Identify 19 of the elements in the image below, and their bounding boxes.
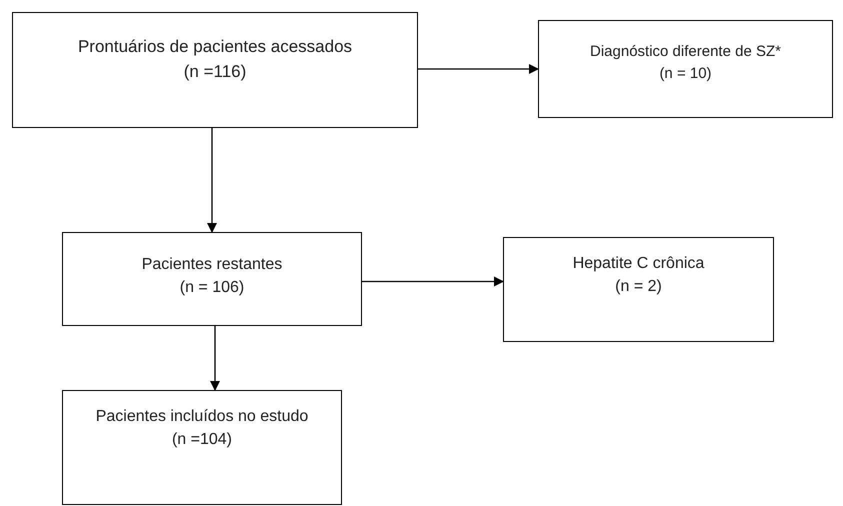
arrow	[207, 128, 217, 233]
box-text: (n = 106)	[180, 278, 244, 298]
box-text: (n = 10)	[659, 64, 712, 84]
arrow	[362, 276, 504, 286]
process-box	[62, 390, 342, 505]
process-box	[538, 20, 833, 118]
arrow	[210, 326, 220, 391]
process-box	[12, 12, 418, 128]
box-text: (n = 2)	[615, 277, 662, 298]
box-text: (n =116)	[184, 60, 246, 83]
box-text: Pacientes incluídos no estudo	[96, 407, 308, 427]
box-text: Pacientes restantes	[142, 255, 282, 275]
process-box	[503, 237, 774, 342]
box-text: Hepatite C crônica	[572, 254, 704, 274]
box-text: (n =104)	[172, 430, 232, 450]
arrow	[418, 64, 539, 74]
process-box	[62, 232, 362, 326]
box-text: Prontuários de pacientes acessados	[78, 36, 352, 58]
box-text: Diagnóstico diferente de SZ*	[590, 42, 781, 62]
